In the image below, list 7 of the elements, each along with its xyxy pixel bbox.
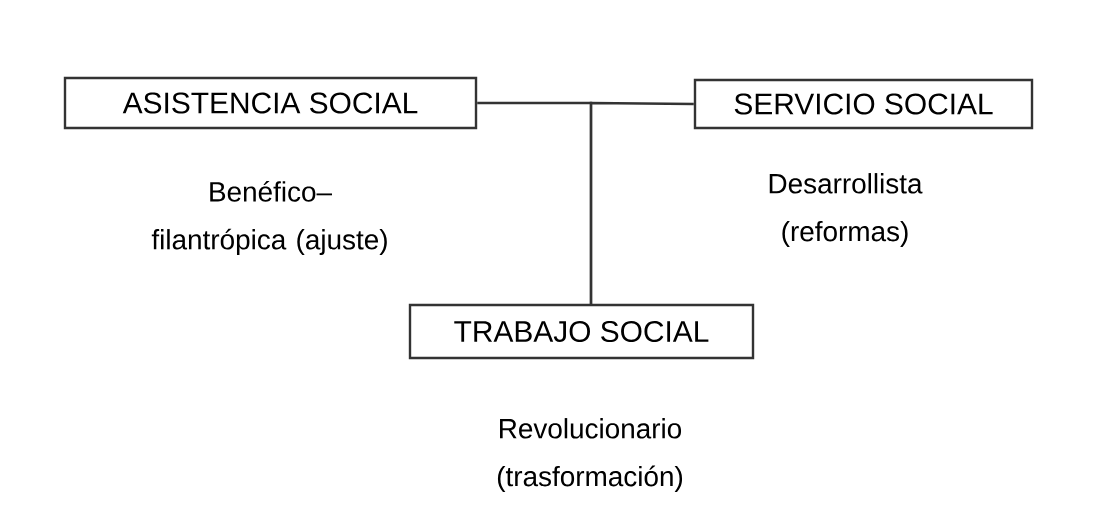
label-box: SERVICIO SOCIAL [693, 78, 1034, 130]
label-box: ASISTENCIA SOCIAL [63, 76, 478, 130]
caption-text: Benéfico–filantrópica (ajuste) [151, 180, 387, 256]
connector-line [589, 101, 694, 305]
label-box: TRABAJO SOCIAL [408, 303, 755, 360]
caption-text: Desarrollista (reformas) [769, 173, 923, 247]
caption-text: Revolucionario (trasformación) [497, 418, 683, 492]
